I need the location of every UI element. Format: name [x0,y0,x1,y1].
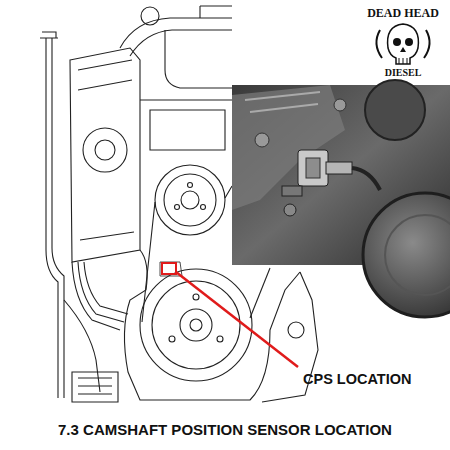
diagram-title: 7.3 CAMSHAFT POSITION SENSOR LOCATION [0,421,450,438]
callout-label: CPS LOCATION [303,371,411,387]
inset-photo [232,80,450,317]
cps-callout [162,263,298,367]
logo-skull [376,24,429,64]
logo-text: DEAD HEAD [358,6,448,21]
logo-text: DIESEL [358,67,448,78]
